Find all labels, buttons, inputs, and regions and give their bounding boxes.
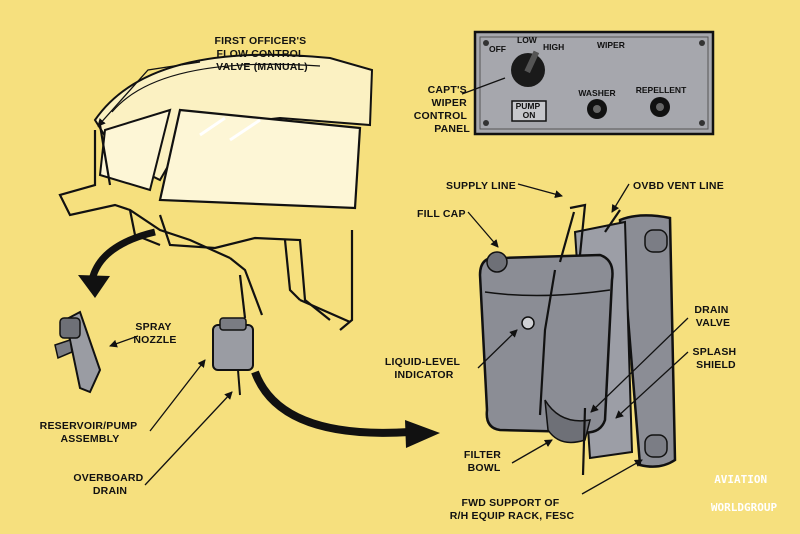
nozzle-arrow bbox=[88, 228, 156, 281]
label-ovbd-vent-line: OVBD VENT LINE bbox=[633, 180, 724, 192]
pump-on-label: PUMP ON bbox=[516, 101, 543, 120]
knob-low: LOW bbox=[517, 35, 538, 45]
reservoir-pump-small bbox=[212, 317, 254, 396]
label-overboard-drain: OVERBOARD DRAIN bbox=[73, 472, 146, 497]
label-filter-bowl: FILTER BOWL bbox=[464, 449, 504, 474]
panel-title: WIPER bbox=[597, 40, 625, 50]
watermark: AVIATION WORLDGROUP bbox=[711, 473, 778, 514]
wiper-control-panel bbox=[473, 30, 715, 136]
callout-leaders bbox=[97, 61, 689, 495]
label-first-officer-valve: FIRST OFFICER'S FLOW CONTROL VALVE (MANU… bbox=[215, 35, 310, 73]
supply-and-vent-lines bbox=[538, 203, 621, 476]
label-liquid-level: LIQUID-LEVEL INDICATOR bbox=[385, 356, 463, 381]
pump-on-button bbox=[511, 100, 547, 122]
knob-high: HIGH bbox=[543, 42, 564, 52]
label-spray-nozzle: SPRAY NOZZLE bbox=[133, 321, 176, 346]
repellent-label: REPELLENT bbox=[636, 85, 687, 95]
plumbing-lines bbox=[58, 124, 354, 331]
fill-cap bbox=[486, 251, 508, 273]
knob-off: OFF bbox=[489, 44, 506, 54]
detail-arrow bbox=[251, 370, 411, 437]
washer-label: WASHER bbox=[578, 88, 615, 98]
label-fwd-support: FWD SUPPORT OF R/H EQUIP RACK, FESC bbox=[450, 497, 575, 522]
label-fill-cap: FILL CAP bbox=[417, 208, 466, 220]
windshield bbox=[93, 53, 374, 210]
label-supply-line: SUPPLY LINE bbox=[446, 180, 516, 192]
label-drain-valve: DRAIN VALVE bbox=[694, 304, 731, 329]
detail-arrow-head bbox=[405, 420, 440, 448]
spray-nozzle bbox=[54, 310, 102, 394]
label-reservoir-pump: RESERVOIR/PUMP ASSEMBLY bbox=[40, 420, 141, 445]
label-capt-panel: CAPT'S WIPER CONTROL PANEL bbox=[414, 84, 471, 135]
nozzle-arrow-head bbox=[78, 275, 110, 298]
reservoir-tank bbox=[478, 251, 614, 444]
liquid-level-gauge bbox=[521, 316, 535, 330]
label-splash-shield: SPLASH SHIELD bbox=[693, 346, 740, 371]
